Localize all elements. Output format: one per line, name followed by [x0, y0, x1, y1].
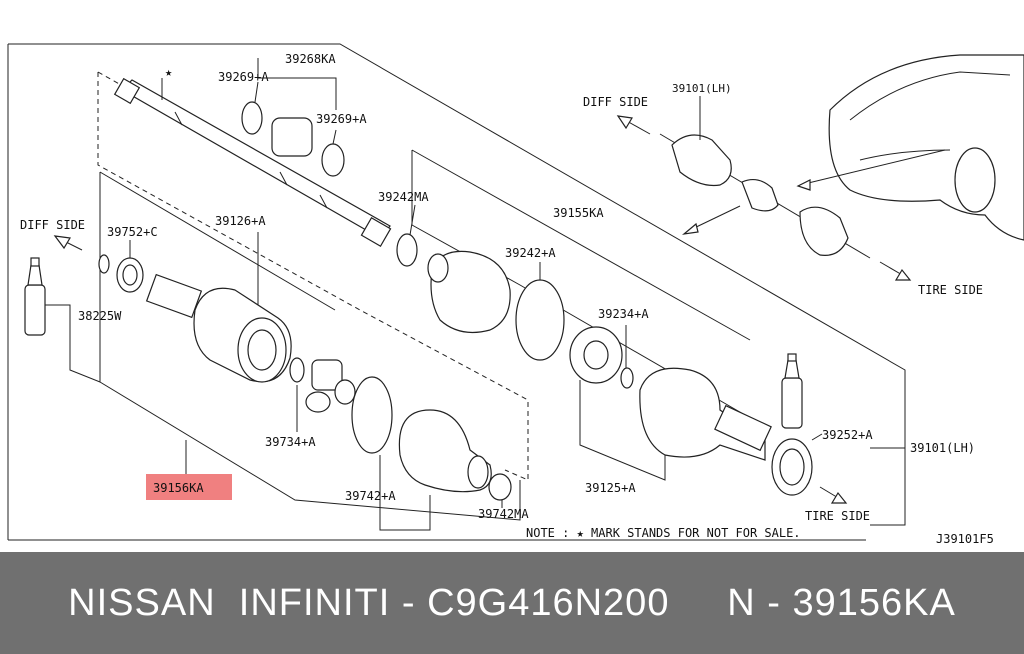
- band-39742MA: [488, 473, 512, 501]
- parts-diagram: ★ 39268KA 39269+A 39269+A 39101(LH) DIFF…: [7, 43, 1024, 546]
- label-tire-side-bottom: TIRE SIDE: [805, 509, 870, 523]
- leader-39742A: [379, 455, 431, 531]
- arrow-tire-side-top: [894, 268, 912, 281]
- label-tire-side-top: TIRE SIDE: [918, 283, 983, 297]
- label-39742MA: 39742MA: [478, 507, 529, 521]
- label-39156KA: 39156KA: [153, 481, 204, 495]
- car-illustration: [796, 54, 1024, 241]
- label-diff-side-left: DIFF SIDE: [20, 218, 85, 232]
- label-39126A: 39126+A: [215, 214, 266, 228]
- arrow-car-head: [681, 222, 699, 235]
- label-39742A: 39742+A: [345, 489, 396, 503]
- band-39242MA: [396, 233, 418, 267]
- snap-ring-39234: [620, 367, 634, 389]
- label-diff-side-top: DIFF SIDE: [583, 95, 648, 109]
- inner-joint-housing: [145, 273, 292, 383]
- drive-shaft: [113, 77, 392, 247]
- label-39252A: 39252+A: [822, 428, 873, 442]
- boot-inner: [398, 409, 492, 493]
- note-text: NOTE : ★ MARK STANDS FOR NOT FOR SALE.: [526, 526, 801, 540]
- part-number-banner: NISSAN INFINITI - C9G416N200 N - 39156KA: [0, 552, 1024, 654]
- bracket-39126: [99, 172, 521, 521]
- boot-kit-top: [241, 101, 345, 177]
- seal-39752: [116, 257, 144, 293]
- leader-38225W: [45, 304, 101, 383]
- arrow-diff-side-top: [616, 115, 633, 130]
- diagram-code: J39101F5: [936, 532, 994, 546]
- label-39269A-top: 39269+A: [218, 70, 269, 84]
- label-38225W: 38225W: [78, 309, 122, 323]
- boot-outer: [427, 250, 511, 333]
- label-39268KA: 39268KA: [285, 52, 336, 66]
- star-mark: ★: [165, 65, 172, 79]
- arrow-diff-side-left: [53, 235, 71, 250]
- seal-39252: [771, 438, 813, 496]
- label-39734A: 39734+A: [265, 435, 316, 449]
- leader-39269A-top: [254, 81, 259, 103]
- label-39269A-mid: 39269+A: [316, 112, 367, 126]
- label-39752C: 39752+C: [107, 225, 158, 239]
- grease-tube-right: [781, 353, 803, 429]
- label-39101LH-top: 39101(LH): [672, 82, 732, 95]
- outer-joint: [639, 367, 772, 461]
- leader-39242MA: [409, 204, 416, 236]
- highlight-39156KA: [146, 474, 232, 500]
- complete-shaft-assembly: [659, 133, 871, 259]
- bracket-top: [411, 149, 751, 341]
- spider-tripod: [305, 359, 356, 413]
- label-39242MA: 39242MA: [378, 190, 429, 204]
- label-39155KA: 39155KA: [553, 206, 604, 220]
- bracket-inner: [99, 171, 336, 311]
- label-39125A: 39125+A: [585, 481, 636, 495]
- leader-39269A-mid: [332, 129, 337, 145]
- label-39101LH-right: 39101(LH): [910, 441, 975, 455]
- leader-39252A: [811, 433, 823, 441]
- boot-band-39742: [351, 376, 393, 454]
- outer-frame: [8, 43, 906, 526]
- band-39242: [515, 279, 565, 361]
- arrow-car: [689, 205, 741, 231]
- arrow-tire-side-bottom: [830, 491, 848, 504]
- snap-ring-left: [98, 254, 110, 274]
- leader-39268KA: [257, 58, 337, 110]
- grease-tube-left: [24, 257, 46, 336]
- snap-ring-39734: [289, 357, 305, 383]
- banner-text: NISSAN INFINITI - C9G416N200 N - 39156KA: [68, 581, 956, 624]
- joint-inner-race: [569, 326, 623, 384]
- label-39234A: 39234+A: [598, 307, 649, 321]
- leader-39125A: [579, 380, 666, 481]
- label-39242A: 39242+A: [505, 246, 556, 260]
- dashed-box: [97, 72, 529, 481]
